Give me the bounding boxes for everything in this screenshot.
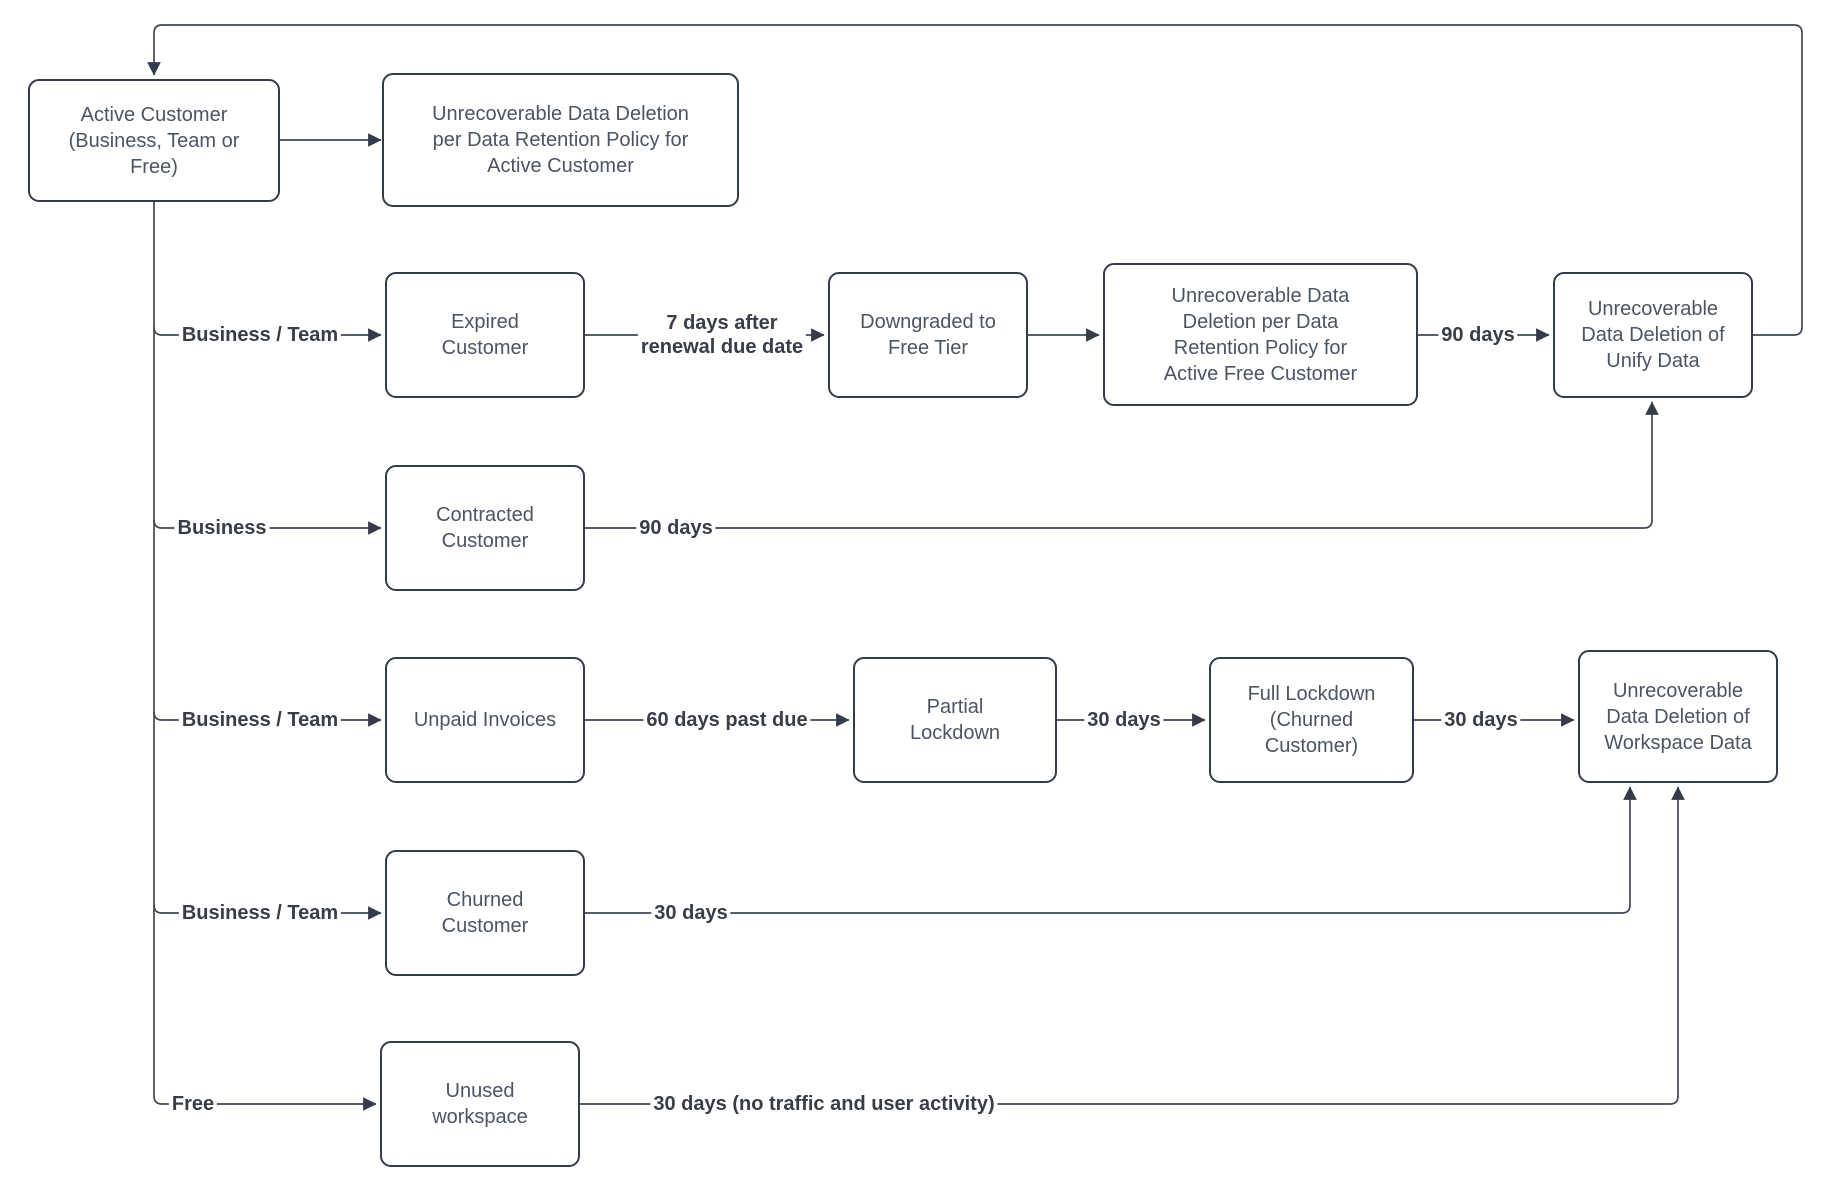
edge-label-free: Free [168,1092,218,1116]
edge-label-60-days-past-due: 60 days past due [643,708,811,732]
edge-label-90-days-r3: 90 days [636,516,716,540]
node-contracted-customer: Contracted Customer [385,465,585,591]
node-expired-customer: Expired Customer [385,272,585,398]
edge-label-business-team-r5: Business / Team [178,901,342,925]
edge-label-30-days-no-traffic: 30 days (no traffic and user activity) [650,1092,998,1116]
edge-churned-to-workspace [585,786,1637,914]
edge-label-30-days-r4b: 30 days [1441,708,1521,732]
edge-branch-expired [153,326,382,342]
edge-label-business-r3: Business [174,516,270,540]
edge-contracted-to-unify [585,401,1659,529]
edge-label-30-days-r4a: 30 days [1084,708,1164,732]
node-deletion-active-free: Unrecoverable Data Deletion per Data Ret… [1103,263,1418,406]
edge-label-30-days-r5: 30 days [651,901,731,925]
node-deletion-workspace-data: Unrecoverable Data Deletion of Workspace… [1578,650,1778,783]
node-partial-lockdown: Partial Lockdown [853,657,1057,783]
node-unpaid-invoices: Unpaid Invoices [385,657,585,783]
edge-label-business-team-r4: Business / Team [178,708,342,732]
edge-trunk-and-free-branch [153,202,377,1111]
edge-label-business-team-r2: Business / Team [178,323,342,347]
node-churned-customer: Churned Customer [385,850,585,976]
edge-label-7-days-after: 7 days after renewal due date [637,311,807,359]
edge-branch-unpaid [153,711,382,727]
node-deletion-active-customer: Unrecoverable Data Deletion per Data Ret… [382,73,739,207]
node-deletion-unify-data: Unrecoverable Data Deletion of Unify Dat… [1553,272,1753,398]
edge-unify-feedback-to-active [147,24,1803,336]
node-unused-workspace: Unused workspace [380,1041,580,1167]
edge-branch-contracted [153,519,382,535]
edge-unused-to-workspace [580,786,1685,1105]
node-full-lockdown: Full Lockdown (Churned Customer) [1209,657,1414,783]
node-downgraded-free-tier: Downgraded to Free Tier [828,272,1028,398]
node-active-customer: Active Customer (Business, Team or Free) [28,79,280,202]
edge-label-90-days-r2: 90 days [1438,323,1518,347]
edge-branch-churned [153,904,382,920]
